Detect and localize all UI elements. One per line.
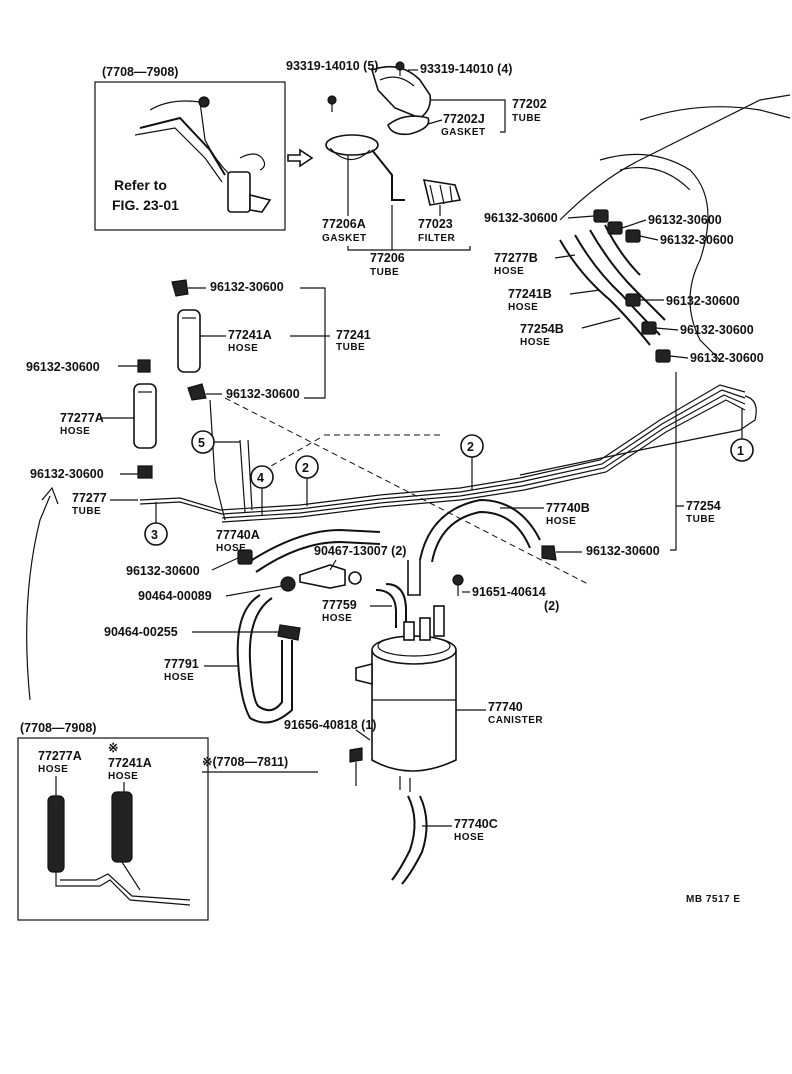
label-77206A: 77206A [322, 217, 366, 231]
label-77023-sub: FILTER [418, 233, 456, 244]
dashed-guide-1 [224, 397, 591, 586]
label-77759: 77759 [322, 598, 357, 612]
inset-top-frame [94, 81, 286, 231]
lower-hoses [236, 498, 541, 724]
loose-hoses-upper [133, 279, 207, 479]
label-clamp-r6: 96132-30600 [690, 351, 764, 365]
marker-3: 3 [144, 502, 168, 546]
label-77277A-sub: HOSE [60, 426, 90, 437]
label-77740: 77740 [488, 700, 523, 714]
label-77740A: 77740A [216, 528, 260, 542]
figure-code: MB 7517 E [686, 894, 741, 905]
marker-5: 5 [191, 430, 240, 454]
label-77206-sub: TUBE [370, 267, 399, 278]
label-90464-b: 90464-00255 [104, 625, 178, 639]
label-clamp-r3: 96132-30600 [660, 233, 734, 247]
tube-bundle [139, 384, 757, 523]
label-77254: 77254 [686, 499, 721, 513]
label-clamp-r4: 96132-30600 [666, 294, 740, 308]
label-91651: 91651-40614 [472, 585, 546, 599]
inset-bottom-hose-b: 77241A [108, 756, 152, 770]
vehicle-body-group [559, 94, 791, 363]
inset-bottom-note: ※(7708—7811) [202, 755, 288, 769]
label-77740-sub: CANISTER [488, 715, 543, 726]
inset-bottom-hose-a: 77277A [38, 749, 82, 763]
dashed-guide-2 [249, 437, 321, 479]
label-77254-sub: TUBE [686, 514, 715, 525]
label-77740C-sub: HOSE [454, 832, 484, 843]
label-77202: 77202 [512, 97, 547, 111]
label-77740B: 77740B [546, 501, 590, 515]
label-clamp-top: 96132-30600 [210, 280, 284, 294]
marker-2b: 2 [460, 434, 484, 490]
label-90464-a: 90464-00089 [138, 589, 212, 603]
label-77254B: 77254B [520, 322, 564, 336]
label-77277: 77277 [72, 491, 107, 505]
inset-top-refer-line1: Refer to [114, 177, 167, 193]
label-77241: 77241 [336, 328, 371, 342]
arrow-icon [287, 148, 314, 168]
label-77241B-sub: HOSE [508, 302, 538, 313]
label-77241A: 77241A [228, 328, 272, 342]
label-93319-b: 93319-14010 (4) [420, 62, 512, 76]
label-77277A: 77277A [60, 411, 104, 425]
label-91651-qty: (2) [544, 599, 559, 613]
inset-bottom-hose-b-sub: HOSE [108, 771, 138, 782]
label-clamp-l2: 96132-30600 [30, 467, 104, 481]
fuel-sender-group [325, 61, 462, 206]
label-clamp-l1: 96132-30600 [26, 360, 100, 374]
label-clamp-r1: 96132-30600 [484, 211, 558, 225]
svg-text:1: 1 [737, 444, 744, 458]
label-clamp-right: 96132-30600 [586, 544, 660, 558]
label-77206A-sub: GASKET [322, 233, 367, 244]
inset-bottom-hose-a-sub: HOSE [38, 764, 68, 775]
label-77254B-sub: HOSE [520, 337, 550, 348]
label-77740C: 77740C [454, 817, 498, 831]
marker-4: 4 [250, 465, 274, 516]
label-clamp-r2: 96132-30600 [648, 213, 722, 227]
inset-bottom-frame [17, 737, 209, 921]
label-77740A-sub: HOSE [216, 543, 246, 554]
label-77277-sub: TUBE [72, 506, 101, 517]
label-77023: 77023 [418, 217, 453, 231]
label-77206: 77206 [370, 251, 405, 265]
label-77791-sub: HOSE [164, 672, 194, 683]
svg-text:3: 3 [151, 528, 158, 542]
label-77740B-sub: HOSE [546, 516, 576, 527]
label-clamp-mid: 96132-30600 [226, 387, 300, 401]
label-90467: 90467-13007 (2) [314, 544, 406, 558]
inset-bottom [17, 737, 209, 921]
label-77791: 77791 [164, 657, 199, 671]
label-77202J-sub: GASKET [441, 127, 486, 138]
svg-text:2: 2 [302, 461, 309, 475]
svg-text:4: 4 [257, 471, 264, 485]
label-93319-a: 93319-14010 (5) [286, 59, 378, 73]
label-77759-sub: HOSE [322, 613, 352, 624]
label-77202-sub: TUBE [512, 113, 541, 124]
label-77241A-sub: HOSE [228, 343, 258, 354]
reference-arrow [26, 495, 51, 701]
inset-bottom-range: (7708—7908) [20, 721, 96, 735]
hose-77740C [391, 795, 428, 885]
svg-text:5: 5 [198, 436, 205, 450]
label-clamp-r5: 96132-30600 [680, 323, 754, 337]
label-77277B: 77277B [494, 251, 538, 265]
label-77277B-sub: HOSE [494, 266, 524, 277]
label-clamp-low: 96132-30600 [126, 564, 200, 578]
label-91656: 91656-40818 (1) [284, 718, 376, 732]
inset-top [94, 81, 314, 231]
inset-top-range: (7708—7908) [102, 65, 178, 79]
canister [355, 605, 457, 792]
label-77241-sub: TUBE [336, 342, 365, 353]
label-77241B: 77241B [508, 287, 552, 301]
inset-bottom-mark: ※ [108, 741, 118, 755]
marker-1: 1 [730, 408, 754, 462]
label-77202J: 77202J [443, 112, 485, 126]
marker-2a: 2 [295, 455, 319, 506]
inset-top-refer-line2: FIG. 23-01 [112, 197, 179, 213]
svg-text:2: 2 [467, 440, 474, 454]
